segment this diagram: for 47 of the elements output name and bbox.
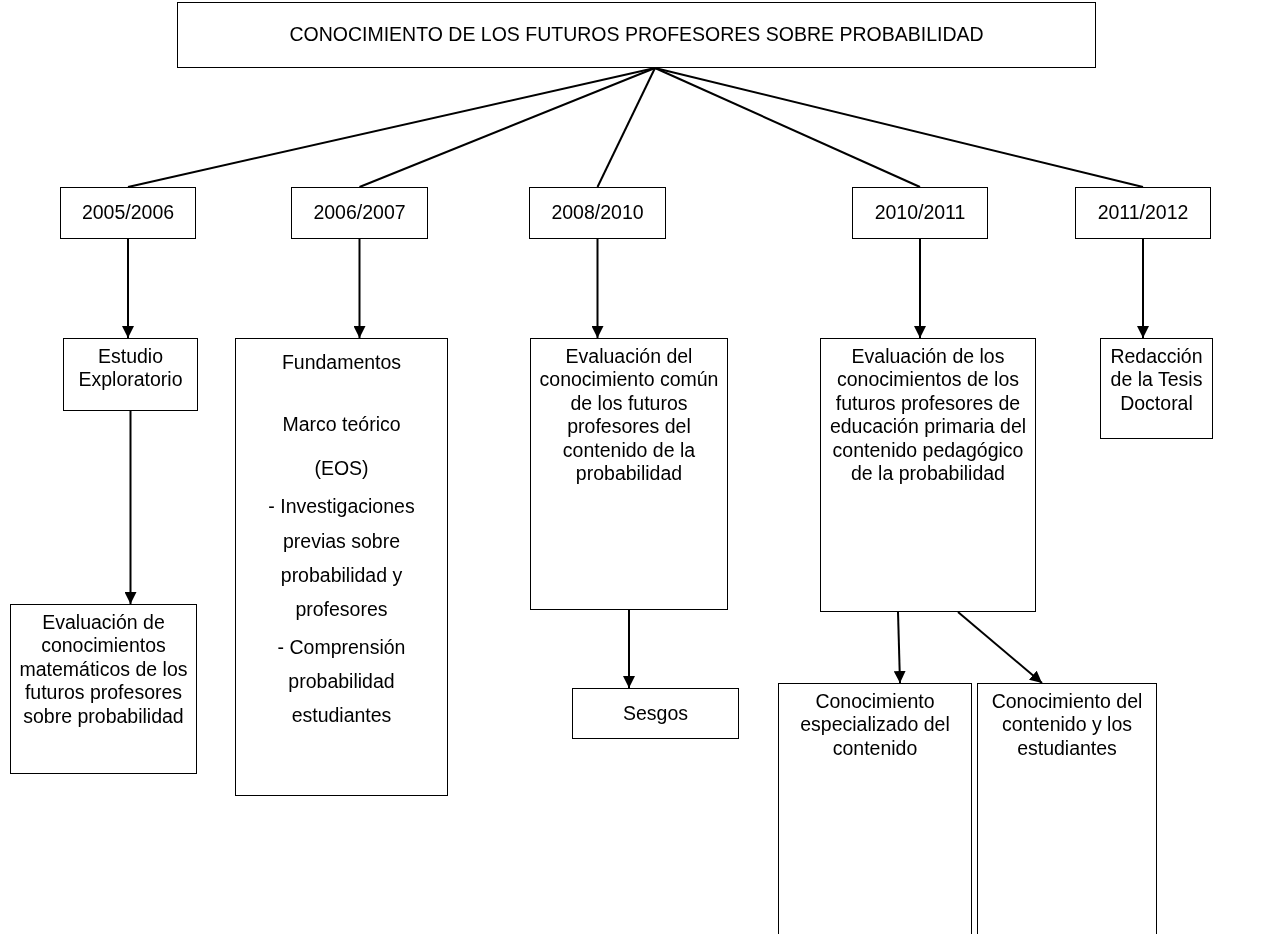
box-text: 2006/2007	[313, 201, 406, 225]
connector-line	[654, 67, 1144, 188]
box-text: Sesgos	[622, 701, 688, 726]
box-text: (EOS)	[314, 456, 369, 482]
text-box	[572, 688, 739, 739]
text-box	[529, 187, 666, 239]
arrow	[893, 611, 906, 684]
text-box	[63, 338, 198, 411]
box-text: Evaluación de conocimientos matemáticos de los futuros profesores sobre probabilidad	[18, 611, 189, 728]
box-text: - Comprensión probabilidad estudiantes	[276, 634, 407, 729]
text-box	[820, 338, 1036, 612]
arrow	[914, 238, 926, 339]
box-text: Redacción de la Tesis Doctoral	[1109, 345, 1204, 416]
box-text: Estudio Exploratorio	[77, 345, 184, 392]
arrow	[1137, 238, 1149, 339]
text-box	[778, 683, 972, 934]
box-text: Evaluación de los conocimientos de los futuros profesores de educación primaria del contenido pedagógico de la probabilidad	[828, 345, 1028, 486]
box-text: - Investigaciones previas sobre probabilidad y profesores	[267, 494, 416, 622]
box-text: 2010/2011	[874, 201, 966, 225]
box-text: Evaluación del conocimiento común de los futuros profesores del contenido de la probabilidad	[538, 345, 720, 486]
connector-line	[596, 67, 656, 188]
box-text: Conocimiento del contenido y los estudiantes	[990, 690, 1144, 761]
box-text: Conocimiento especializado del contenido	[799, 690, 951, 761]
text-box	[530, 338, 728, 610]
box-text: 2011/2012	[1097, 201, 1189, 225]
box-text: CONOCIMIENTO DE LOS FUTUROS PROFESORES SOBRE PROBABILIDAD	[289, 23, 984, 47]
text-box	[177, 2, 1096, 68]
text-box	[291, 187, 428, 239]
box-text: 2008/2010	[551, 201, 644, 225]
arrow	[124, 410, 137, 605]
connector-line	[358, 67, 656, 188]
box-text: 2005/2006	[81, 201, 175, 225]
connector-line	[654, 67, 921, 188]
text-box	[235, 338, 448, 796]
text-box	[1075, 187, 1211, 239]
text-box	[10, 604, 197, 774]
box-text: Marco teórico	[282, 412, 401, 438]
arrow	[957, 611, 1043, 684]
arrow	[353, 238, 366, 339]
box-heading: Fundamentos	[281, 350, 402, 375]
text-box	[1100, 338, 1213, 439]
text-box	[977, 683, 1157, 934]
text-box	[60, 187, 196, 239]
text-box	[852, 187, 988, 239]
arrow	[591, 238, 604, 339]
arrow	[122, 238, 134, 339]
arrow	[623, 609, 635, 689]
